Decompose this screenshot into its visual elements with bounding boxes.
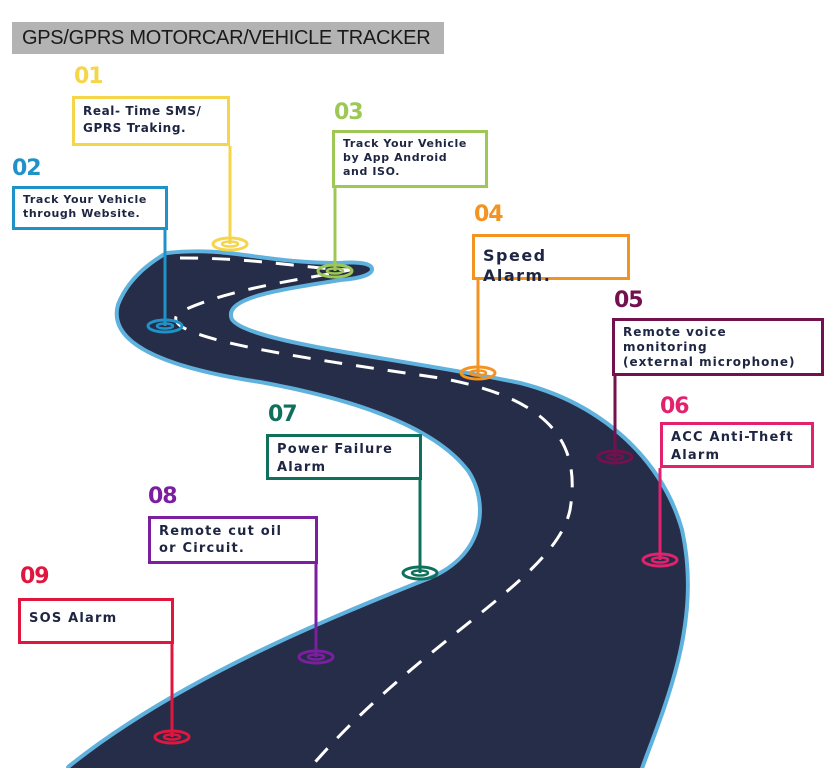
feature-number-09: 09 [20, 564, 50, 589]
title-bar: GPS/GPRS MOTORCAR/VEHICLE TRACKER [12, 22, 444, 54]
feature-box-05: Remote voice monitoring (external microp… [612, 318, 824, 376]
feature-connectors [146, 146, 679, 745]
target-center-02 [155, 322, 175, 330]
winding-road [66, 249, 690, 768]
feature-number-08: 08 [148, 484, 178, 509]
feature-label-09: SOS Alarm [29, 611, 118, 626]
target-center-05 [605, 453, 625, 461]
feature-label-04: Speed Alarm. [483, 246, 552, 285]
target-center-03 [325, 267, 345, 275]
target-ring-07 [401, 565, 439, 581]
target-ring-09 [153, 729, 191, 745]
target-center-07 [410, 569, 430, 577]
target-ring-06 [641, 552, 679, 568]
target-ring-05 [596, 449, 634, 465]
feature-box-02: Track Your Vehicle through Website. [12, 186, 168, 230]
feature-number-06: 06 [660, 394, 690, 419]
feature-label-02: Track Your Vehicle through Website. [23, 193, 147, 220]
target-center-01 [220, 240, 240, 248]
feature-label-06: ACC Anti-Theft Alarm [671, 430, 794, 463]
target-ring-03 [316, 263, 354, 279]
target-center-08 [306, 653, 326, 661]
feature-box-03: Track Your Vehicle by App Android and IS… [332, 130, 488, 188]
feature-number-02: 02 [12, 156, 42, 181]
feature-label-07: Power Failure Alarm [277, 442, 394, 475]
feature-number-03: 03 [334, 100, 364, 125]
road-center-dashes [174, 256, 574, 768]
target-ring-02 [146, 318, 184, 334]
target-ring-01 [211, 236, 249, 252]
target-center-04 [468, 369, 488, 377]
feature-label-03: Track Your Vehicle by App Android and IS… [343, 137, 467, 178]
feature-label-01: Real- Time SMS/ GPRS Traking. [83, 104, 202, 135]
road-surface [70, 253, 686, 768]
feature-label-05: Remote voice monitoring (external microp… [623, 325, 796, 369]
feature-box-08: Remote cut oil or Circuit. [148, 516, 318, 564]
feature-number-05: 05 [614, 288, 644, 313]
feature-number-04: 04 [474, 202, 504, 227]
feature-box-04: Speed Alarm. [472, 234, 630, 285]
page-title: GPS/GPRS MOTORCAR/VEHICLE TRACKER [22, 26, 431, 49]
feature-box-09: SOS Alarm [18, 598, 174, 644]
feature-box-07: Power Failure Alarm [266, 434, 422, 480]
feature-box-01: Real- Time SMS/ GPRS Traking. [72, 96, 230, 146]
target-ring-08 [297, 649, 335, 665]
feature-number-07: 07 [268, 402, 298, 427]
target-center-06 [650, 556, 670, 564]
feature-box-06: ACC Anti-Theft Alarm [660, 422, 814, 468]
feature-number-01: 01 [74, 64, 104, 89]
target-center-09 [162, 733, 182, 741]
feature-label-08: Remote cut oil or Circuit. [159, 524, 283, 556]
target-ring-04 [459, 365, 497, 381]
